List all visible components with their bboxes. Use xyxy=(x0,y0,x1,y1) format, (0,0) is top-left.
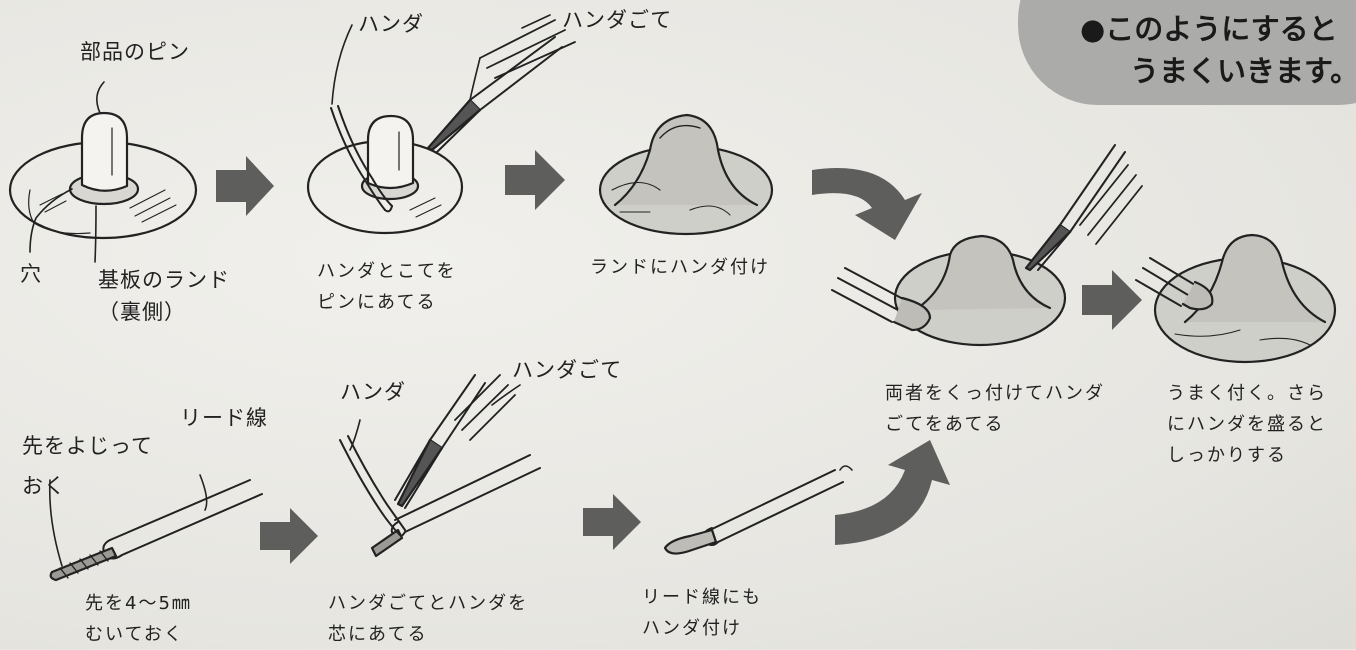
tip-text: ●このようにすると うまくいきます。 xyxy=(1080,8,1356,92)
wire-iron-figure xyxy=(339,374,541,558)
arrow-3 xyxy=(812,168,922,240)
tip-line-1: ●このようにすると xyxy=(1080,12,1338,46)
label-twist: 先をよじって おく xyxy=(22,434,153,498)
label-solder-top: ハンダ xyxy=(358,12,424,36)
pin-on-land-figure xyxy=(8,81,198,263)
label-iron-top: ハンダごて xyxy=(562,8,673,32)
label-land: 基板のランド （裏側） xyxy=(98,268,230,324)
solder-iron-pin-figure xyxy=(306,14,576,235)
caption-wire-iron: ハンダごてとハンダを 芯にあてる xyxy=(328,593,529,645)
tip-banner xyxy=(1018,0,1356,105)
arrow-1 xyxy=(216,156,274,216)
label-hole: 穴 xyxy=(20,262,42,286)
label-iron-bottom: ハンダごて xyxy=(512,358,623,382)
caption-strip: 先を4～5㎜ むいておく xyxy=(85,593,192,645)
arrow-6 xyxy=(583,494,641,550)
label-pin: 部品のピン xyxy=(80,40,190,64)
arrow-5 xyxy=(260,508,318,564)
soldered-land-figure xyxy=(598,113,774,236)
arrow-2 xyxy=(505,150,565,210)
final-joint-figure xyxy=(1135,233,1337,364)
arrow-7 xyxy=(835,440,950,545)
tinned-wire-figure xyxy=(663,465,853,555)
caption-final: うまく付く。さら にハンダを盛ると しっかりする xyxy=(1167,383,1327,466)
caption-wire-tin: リード線にも ハンダ付け xyxy=(642,587,762,639)
caption-step2: ハンダとこてを ピンにあてる xyxy=(317,261,457,313)
join-wire-figure xyxy=(831,144,1143,347)
caption-join: 両者をくっ付けてハンダ ごてをあてる xyxy=(885,383,1105,435)
tip-line-2: うまくいきます。 xyxy=(1130,54,1356,88)
label-solder-bottom: ハンダ xyxy=(340,380,406,404)
stripped-wire-figure xyxy=(48,474,263,582)
arrow-4 xyxy=(1082,270,1142,330)
label-lead-wire: リード線 xyxy=(180,406,268,430)
caption-step3: ランドにハンダ付け xyxy=(590,257,770,278)
